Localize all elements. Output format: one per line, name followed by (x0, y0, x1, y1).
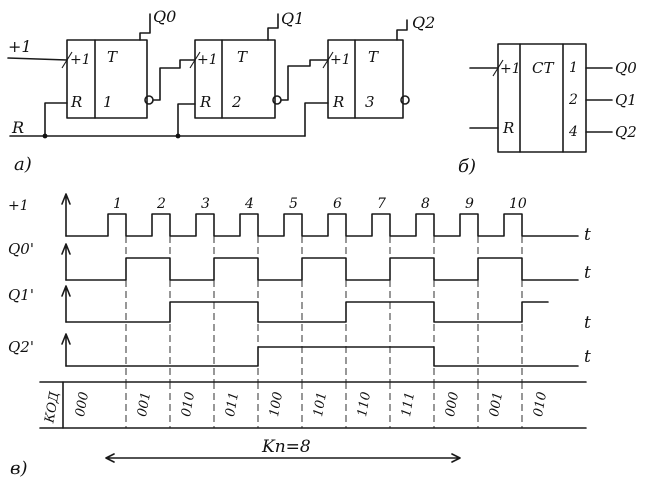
code-cell-9: 001 (487, 391, 506, 418)
pulse-number-4: 4 (244, 196, 254, 212)
flipflop-3-body (327, 39, 404, 119)
flipflop-1-dynamic-mark (61, 51, 73, 69)
flipflop-2-r: R (199, 93, 211, 111)
panel-a-counter-circuit: +1 R +1 T R 1 Q0 +1 T (7, 7, 435, 175)
flipflop-1-plus1: +1 (70, 52, 91, 68)
counter-plus1: +1 (500, 61, 521, 77)
pulse-number-1: 1 (113, 196, 122, 212)
code-cell-10: 010 (531, 391, 550, 418)
t-axis-label-3: t (584, 313, 591, 333)
pulse-number-5: 5 (289, 196, 298, 212)
waveform-q0 (65, 257, 579, 281)
panel-b-counter-block: +1 R CT 1 2 4 Q0 Q1 Q2 б) (458, 43, 637, 177)
pulse-number-6: 6 (333, 196, 342, 212)
flipflop-2-t: T (237, 48, 248, 66)
counter-weight-4: 4 (568, 124, 578, 140)
axis-q2 (61, 333, 71, 367)
flipflop-2-output-label: Q1 (281, 9, 304, 28)
flipflop-2: +1 T R 2 Q1 (189, 9, 329, 119)
flipflop-3-dynamic-mark (322, 51, 334, 69)
flipflop-2-q-output-line (267, 13, 279, 41)
flipflop-1-t: T (107, 48, 118, 66)
pulse-number-8: 8 (421, 196, 430, 212)
counter-ct: CT (532, 59, 554, 77)
waveform-q2 (65, 346, 579, 367)
panel-a-label: а) (14, 154, 32, 175)
kn-span-arrow (105, 453, 461, 463)
counter-output-q2: Q2 (615, 123, 637, 141)
flipflop-3-output-label: Q2 (412, 13, 435, 32)
timing-signal-label-q0: Q0' (8, 240, 34, 258)
code-cell-7: 111 (399, 391, 418, 418)
counter-dynamic-mark (492, 59, 504, 77)
panel-b-label: б) (458, 156, 476, 177)
reset-branch-3 (304, 102, 329, 137)
code-cell-5: 101 (311, 391, 330, 418)
code-table-cells: 000 001 010 011 100 101 110 111 000 001 010 (73, 382, 550, 428)
timing-signal-label-q1: Q1' (8, 286, 34, 304)
flipflop-2-body (194, 39, 276, 119)
axis-input (61, 193, 71, 237)
timing-waveforms: 1 2 3 4 5 6 7 8 9 10 (65, 196, 579, 382)
input-plus1-label: +1 (8, 37, 32, 56)
pulse-number-7: 7 (377, 196, 386, 212)
timing-input-label: +1 (8, 198, 29, 214)
counter-weight-2: 2 (568, 92, 578, 108)
flipflop-1: +1 T R 1 Q0 (61, 7, 196, 119)
counter-output-q0: Q0 (615, 59, 637, 77)
code-cell-0: 000 (73, 391, 92, 418)
code-cell-1: 001 (135, 391, 154, 418)
pulse-number-3: 3 (201, 196, 210, 212)
panel-v-timing-diagram: +1 Q0' Q1' Q2' t t t t 1 2 3 4 5 6 7 8 9 10 КОД 0… (8, 193, 591, 479)
pulse-number-2: 2 (156, 196, 166, 212)
code-table-header: КОД (42, 390, 62, 425)
t-axis-label-2: t (584, 263, 591, 283)
counter-r: R (502, 119, 514, 137)
flipflop-2-dynamic-mark (189, 51, 201, 69)
reset-branch-1 (44, 102, 68, 137)
junction-dot-2 (175, 133, 181, 139)
code-cell-3: 011 (223, 391, 242, 418)
flipflop-2-plus1: +1 (197, 52, 218, 68)
code-cell-6: 110 (355, 391, 374, 418)
counter-weight-1: 1 (569, 60, 578, 76)
panel-v-label: в) (10, 458, 28, 479)
flipflop-3-q-output-line (396, 19, 408, 41)
flipflop-3-number: 3 (365, 93, 375, 111)
junction-dot-1 (42, 133, 48, 139)
flipflop-1-body (66, 39, 148, 119)
link-2-to-3 (280, 59, 329, 101)
input-pulse-train (65, 213, 579, 237)
axis-q0 (61, 243, 71, 281)
waveform-q1 (65, 301, 549, 323)
flipflop-1-q-output-line (139, 13, 151, 41)
flipflop-1-output-label: Q0 (153, 7, 176, 26)
flipflop-3-inverted-output (400, 95, 410, 105)
flipflop-3-r: R (332, 93, 344, 111)
pulse-number-9: 9 (465, 196, 474, 212)
flipflop-2-number: 2 (231, 93, 242, 111)
input-plus1-line (7, 57, 68, 61)
kn-label: Kп=8 (261, 437, 311, 457)
code-cell-4: 100 (267, 391, 286, 418)
flipflop-3-plus1: +1 (330, 52, 351, 68)
reset-branch-2 (177, 103, 196, 137)
code-cell-8: 000 (443, 391, 462, 418)
counter-block-body (497, 43, 587, 153)
link-1-to-2 (152, 59, 196, 101)
reset-label: R (11, 118, 24, 137)
t-axis-label-4: t (584, 347, 591, 367)
counter-output-q1: Q1 (615, 91, 637, 109)
t-axis-label-1: t (584, 225, 591, 245)
flipflop-1-r: R (70, 93, 82, 111)
flipflop-1-number: 1 (103, 93, 113, 111)
timing-signal-label-q2: Q2' (8, 338, 34, 356)
axis-q1 (61, 285, 71, 323)
code-cell-2: 010 (179, 391, 198, 418)
pulse-number-10: 10 (509, 196, 527, 212)
flipflop-3-t: T (368, 48, 379, 66)
flipflop-3: +1 T R 3 Q2 (322, 13, 435, 119)
